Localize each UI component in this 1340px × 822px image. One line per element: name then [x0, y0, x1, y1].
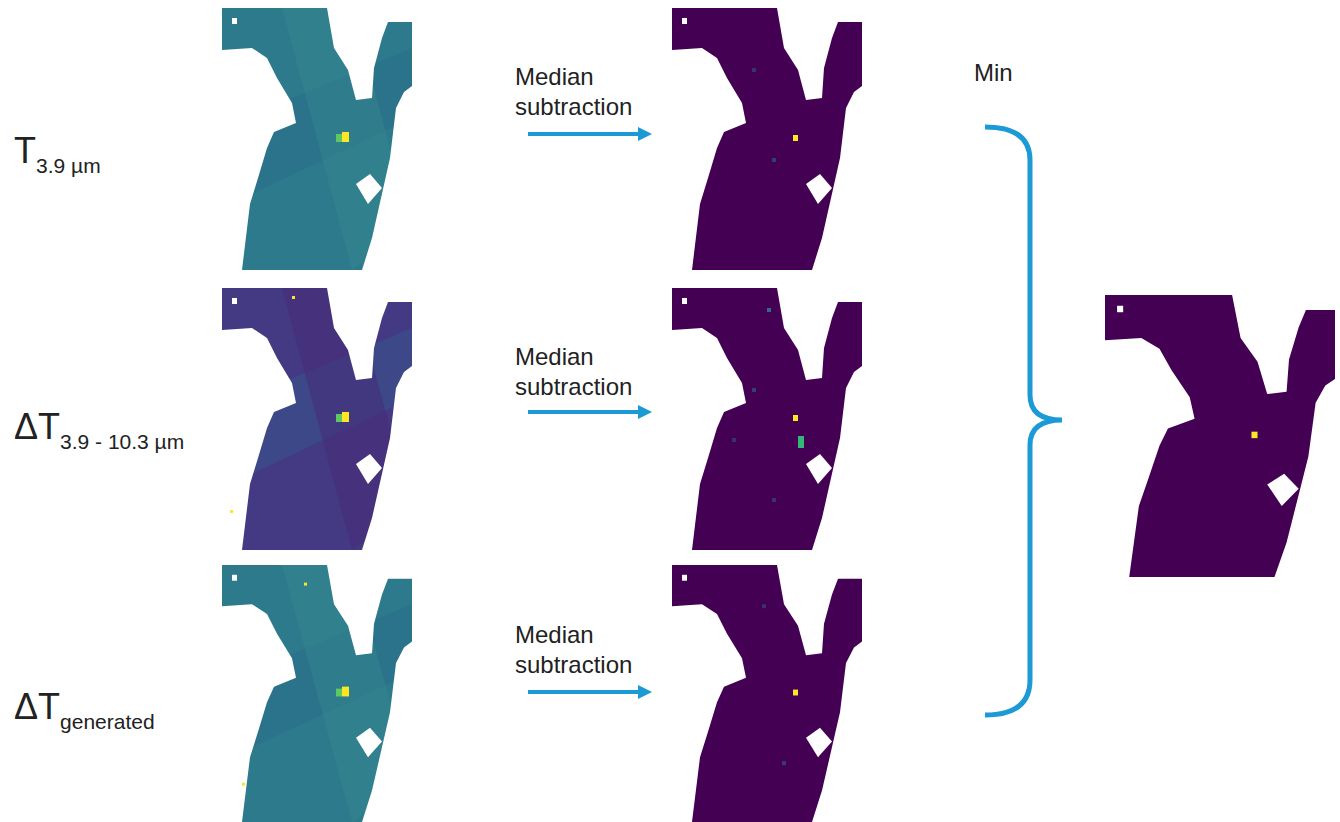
variable-subscript: 3.9 - 10.3 µm	[60, 430, 184, 453]
result-image	[1105, 295, 1335, 577]
process-arrow	[528, 127, 652, 699]
subtracted-image	[672, 8, 862, 270]
min-bracket	[985, 127, 1062, 715]
variable-name: ΔT	[14, 406, 60, 447]
variable-name: ΔT	[14, 686, 60, 727]
variable-subscript: generated	[60, 710, 155, 733]
variable-subscript: 3.9 µm	[36, 154, 101, 177]
subtracted-image	[672, 288, 862, 550]
variable-name: T	[14, 130, 36, 171]
step-label: Median subtraction	[515, 620, 665, 680]
heatmap-image	[222, 8, 412, 270]
row-label: ΔTgenerated	[14, 684, 155, 735]
step-label: Median subtraction	[515, 342, 665, 402]
step-label: Median subtraction	[515, 62, 665, 122]
heatmap-image	[222, 565, 412, 822]
row-label: T3.9 µm	[14, 128, 101, 179]
heatmap-image	[222, 288, 412, 550]
operation-label: Min	[974, 58, 1013, 88]
row-label: ΔT3.9 - 10.3 µm	[14, 404, 184, 455]
subtracted-image	[672, 565, 862, 822]
